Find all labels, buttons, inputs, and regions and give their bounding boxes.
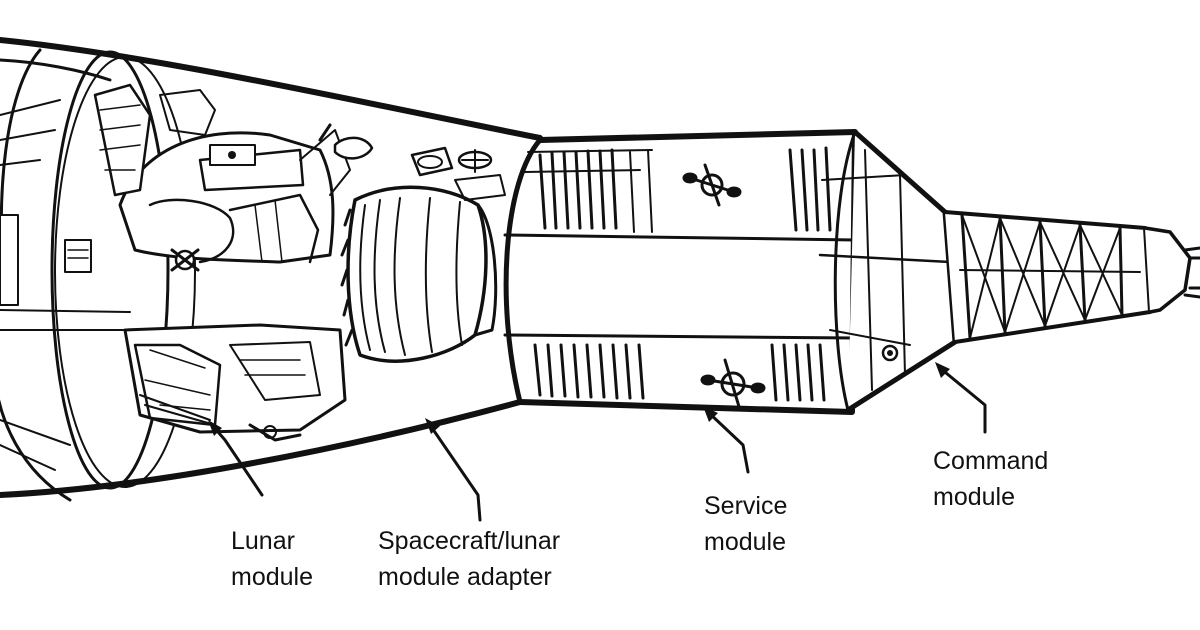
label-service-module-line1: Service: [704, 492, 788, 520]
label-service-module: Service module: [704, 488, 787, 560]
label-command-module-line2: module: [933, 483, 1015, 511]
arrowhead-service-module: [703, 406, 718, 422]
label-lunar-module: Lunar module: [231, 523, 313, 595]
label-lunar-module-line1: Lunar: [231, 527, 295, 555]
leader-adapter: [428, 423, 482, 522]
engine-nozzle: [340, 146, 506, 363]
adapter-shell: [0, 37, 543, 502]
leader-service-module: [706, 410, 750, 474]
lunar-module-drawing: [93, 83, 374, 442]
label-adapter-line2: module adapter: [378, 563, 552, 591]
label-command-module-line1: Command: [933, 447, 1049, 475]
launch-escape-tower-drawing: [943, 210, 1200, 344]
arrowhead-lunar-module: [208, 420, 222, 436]
arrowhead-command-module: [935, 362, 950, 378]
label-service-module-line2: module: [704, 528, 786, 556]
label-adapter-line1: Spacecraft/lunar: [378, 527, 561, 555]
rcs-quad-upper: [682, 163, 742, 207]
rcs-quad-lower: [700, 358, 766, 412]
arrowhead-adapter: [425, 418, 440, 434]
label-lunar-module-line2: module: [231, 563, 313, 591]
service-module-drawing: [503, 129, 858, 415]
label-adapter: Spacecraft/lunar module adapter: [378, 523, 560, 595]
leader-command-module: [938, 366, 987, 434]
label-command-module: Command module: [933, 443, 1048, 515]
